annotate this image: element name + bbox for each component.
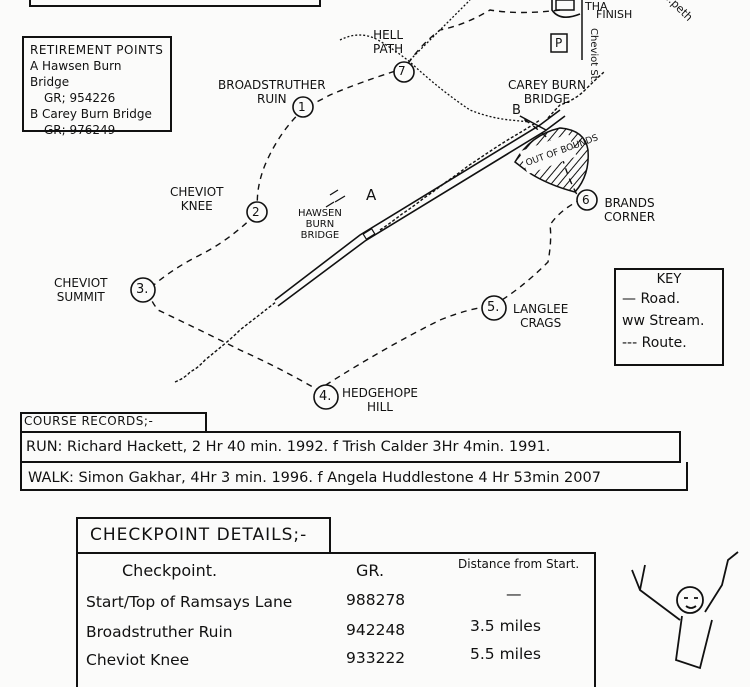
retirement-line-b-gr: GR; 976249 (44, 123, 116, 137)
row-0-name: Start/Top of Ramsays Lane (86, 593, 293, 611)
out-of-bounds-label-bg (519, 133, 577, 175)
finish-road (551, 0, 581, 18)
run-record: RUN: Richard Hackett, 2 Hr 40 min. 1992.… (26, 439, 551, 455)
header-distance: Distance from Start. (458, 557, 580, 571)
hawsen-bridge-mark (362, 227, 376, 241)
checkpoint-1-number: 1 (298, 100, 306, 114)
hell-path-label: HELL PATH (373, 28, 404, 56)
checkpoint-6-circle (576, 189, 598, 211)
row-1-name: Broadstruther Ruin (86, 623, 233, 641)
cheviot-st-label: Cheviot St. (588, 28, 599, 83)
key-stream: ww Stream. (622, 313, 705, 329)
hedgehope-hill-label: HEDGEHOPE HILL (342, 386, 419, 414)
header-gr: GR. (356, 561, 385, 580)
course-records-section: COURSE RECORDS;- RUN: Richard Hackett, 2… (20, 412, 688, 492)
checkpoint-3-circle (130, 277, 156, 303)
road-line-1 (274, 109, 561, 301)
row-0-dist: — (506, 585, 522, 603)
checkpoint-5-number: 5. (487, 300, 500, 315)
cheviot-summit-label: CHEVIOT SUMMIT (54, 276, 108, 304)
checkpoint-7-number: 7 (398, 64, 406, 78)
broadstruther-label: BROADSTRUTHER RUIN (218, 78, 326, 106)
cheviot-knee-label: CHEVIOT KNEE (170, 185, 224, 213)
carey-bridge-mark (519, 115, 547, 131)
row-2-gr: 933222 (346, 649, 406, 667)
checkpoint-4-circle (313, 384, 339, 410)
retirement-line-b: B Carey Burn Bridge (30, 107, 152, 121)
stream-upper (339, 34, 531, 123)
checkpoint-7-circle (393, 61, 415, 83)
key-route: --- Route. (622, 335, 687, 351)
checkpoint-1-circle (292, 96, 314, 118)
retirement-line-a: A Hawsen Burn Bridge (30, 59, 122, 89)
langlee-crags-label: LANGLEE CRAGS (513, 302, 569, 330)
course-records-frame (20, 412, 688, 491)
row-1-dist: 3.5 miles (470, 617, 541, 635)
checkpoint-details-title: CHECKPOINT DETAILS;- (90, 525, 308, 545)
parking-box (550, 33, 568, 53)
stream-line (174, 71, 605, 383)
map-key-box: KEY — Road. ww Stream. --- Route. (614, 268, 724, 366)
row-1-gr: 942248 (346, 621, 406, 639)
course-records-title: COURSE RECORDS;- (24, 414, 154, 428)
checkpoint-details-frame (76, 517, 596, 687)
checkpoint-3-number: 3. (136, 282, 149, 297)
checkpoint-2-circle (246, 201, 268, 223)
hawsen-burn-ticks (325, 189, 346, 208)
stick-figure-drawing (631, 551, 739, 670)
row-2-dist: 5.5 miles (470, 645, 541, 663)
road-line-2 (277, 115, 566, 307)
checkpoint-4-number: 4. (319, 389, 332, 404)
key-title: KEY (656, 272, 682, 287)
checkpoint-2-number: 2 (252, 205, 260, 219)
row-2-name: Cheviot Knee (86, 651, 190, 669)
retirement-title: RETIREMENT POINTS (30, 43, 164, 57)
point-a-label: A (366, 186, 377, 204)
brands-corner-label: BRANDS CORNER (604, 196, 656, 224)
finish-label: FINISH (596, 8, 633, 21)
title-box-edge (29, 0, 321, 7)
checkpoint-5-circle (481, 295, 507, 321)
tha-label: THA (585, 0, 608, 13)
point-b-label: B (512, 103, 521, 118)
key-road: — Road. (622, 291, 681, 307)
checkpoint-details-section: CHECKPOINT DETAILS;- Checkpoint. GR. Dis… (76, 517, 596, 687)
carey-burn-label: CAREY BURN BRIDGE (508, 78, 586, 106)
hawsen-burn-label: HAWSEN BURN BRIDGE (298, 208, 342, 241)
walk-record: WALK: Simon Gakhar, 4Hr 3 min. 1996. f A… (28, 470, 601, 486)
row-0-gr: 988278 (346, 591, 406, 609)
header-checkpoint: Checkpoint. (122, 561, 218, 580)
finish-marker-box (555, 0, 575, 11)
retirement-points-box: RETIREMENT POINTS A Hawsen Burn Bridge G… (22, 36, 172, 137)
parking-label: P (555, 36, 563, 50)
retirement-line-a-gr: GR; 954226 (44, 91, 116, 105)
checkpoint-6-number: 6 (582, 193, 590, 207)
